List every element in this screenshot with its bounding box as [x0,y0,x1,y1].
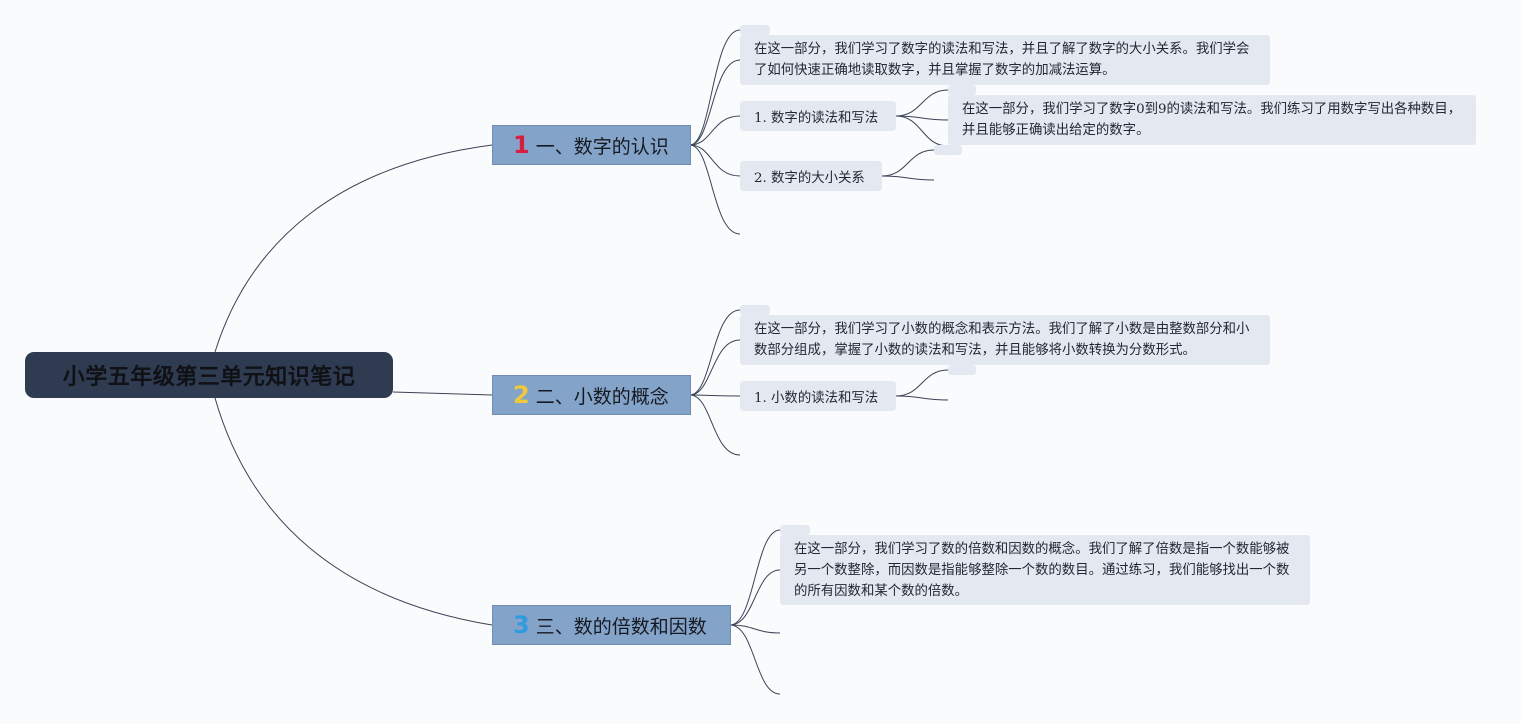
empty-note-stub[interactable] [740,305,770,315]
note-box-subtopic-1-1[interactable]: 在这一部分，我们学习了数字0到9的读法和写法。我们练习了用数字写出各种数目，并且… [948,95,1476,145]
connector-s21-stub [895,369,949,397]
connector-b2-note [689,339,741,396]
branch-title: 二、小数的概念 [535,385,669,408]
subtopic-1-1[interactable]: 1. 数字的读法和写法 [740,101,896,131]
branch-number-badge: 3 [513,611,530,639]
connector-b3-note [729,569,781,626]
connector-root-branch-3 [214,397,493,626]
connector-s12-empty [881,175,935,181]
connector-s11-empty [895,115,949,147]
connector-b3-stub [729,529,781,626]
root-title: 小学五年级第三单元知识笔记 [62,365,356,390]
note-text: 在这一部分，我们学习了数字的读法和写法，并且了解了数字的大小关系。我们学会了如何… [754,42,1250,78]
connector-b2-sub1 [689,394,741,397]
connector-b2-empty [689,394,741,456]
connector-b3-empty-b [729,624,781,695]
connector-b1-note [689,59,741,146]
root-topic[interactable]: 小学五年级第三单元知识笔记 [25,352,393,398]
connector-b1-stub [689,29,741,146]
subtopic-title: 1. 小数的读法和写法 [754,391,879,406]
note-box-branch-3[interactable]: 在这一部分，我们学习了数的倍数和因数的概念。我们了解了倍数是指一个数能够被另一个… [780,535,1310,605]
branch-topic-2[interactable]: 2 二、小数的概念 [492,375,691,415]
connector-s11-stub [895,89,949,117]
connector-s12-stub [881,149,935,177]
empty-note-stub[interactable] [780,525,810,535]
subtopic-title: 2. 数字的大小关系 [754,171,865,186]
empty-note-stub[interactable] [934,145,962,155]
branch-number-badge: 1 [513,131,530,159]
branch-topic-1[interactable]: 1 一、数字的认识 [492,125,691,165]
subtopic-1-2[interactable]: 2. 数字的大小关系 [740,161,882,191]
connector-b1-sub1 [689,115,741,146]
branch-number-badge: 2 [513,381,530,409]
branch-title: 三、数的倍数和因数 [535,615,707,638]
connector-b1-sub2 [689,144,741,177]
subtopic-2-1[interactable]: 1. 小数的读法和写法 [740,381,896,411]
note-text: 在这一部分，我们学习了小数的概念和表示方法。我们了解了小数是由整数部分和小数部分… [754,322,1250,358]
subtopic-title: 1. 数字的读法和写法 [754,111,879,126]
branch-title: 一、数字的认识 [535,135,669,158]
connector-s21-empty [895,395,949,401]
note-text: 在这一部分，我们学习了数的倍数和因数的概念。我们了解了倍数是指一个数能够被另一个… [794,542,1290,599]
empty-note-stub[interactable] [740,25,770,35]
connector-b1-empty [689,144,741,235]
connector-root-branch-2 [392,391,493,396]
connector-b2-stub [689,309,741,396]
note-text: 在这一部分，我们学习了数字0到9的读法和写法。我们练习了用数字写出各种数目，并且… [962,102,1462,138]
empty-note-stub[interactable] [948,365,976,375]
empty-note-stub[interactable] [948,85,976,95]
note-box-branch-2[interactable]: 在这一部分，我们学习了小数的概念和表示方法。我们了解了小数是由整数部分和小数部分… [740,315,1270,365]
connector-b3-empty-a [729,624,781,634]
connector-root-branch-1 [214,144,493,353]
note-box-branch-1[interactable]: 在这一部分，我们学习了数字的读法和写法，并且了解了数字的大小关系。我们学会了如何… [740,35,1270,85]
branch-topic-3[interactable]: 3 三、数的倍数和因数 [492,605,731,645]
